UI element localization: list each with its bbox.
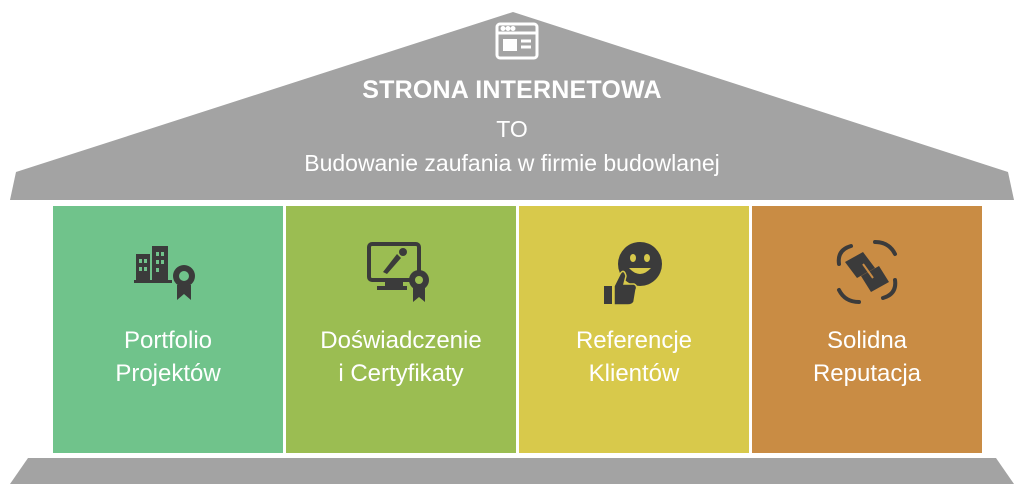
roof-subtitle: TO: [496, 116, 528, 142]
pillar-label: Portfolio Projektów: [115, 327, 221, 387]
pillar-label: Referencje Klientów: [575, 327, 693, 387]
certificate-screen-icon: [367, 242, 429, 302]
pillar-experience: Doświadczenie i Certyfikaty: [286, 206, 516, 453]
pillar-references: Referencje Klientów: [519, 206, 749, 453]
website-icon: [495, 22, 539, 60]
base: [10, 458, 1014, 484]
pillar-portfolio: Portfolio Projektów: [53, 206, 283, 453]
pillar-reputation: Solidna Reputacja: [752, 206, 982, 453]
roof-tagline: Budowanie zaufania w firmie budowlanej: [304, 150, 720, 176]
handshake-icon: [836, 240, 898, 304]
buildings-award-icon: [134, 246, 195, 300]
pillar-label: Doświadczenie i Certyfikaty: [320, 327, 482, 387]
smiley-thumbs-up-icon: [604, 242, 662, 306]
roof-title: STRONA INTERNETOWA: [362, 76, 662, 104]
pillar-label: Solidna Reputacja: [812, 327, 922, 387]
roof: [10, 12, 1014, 200]
